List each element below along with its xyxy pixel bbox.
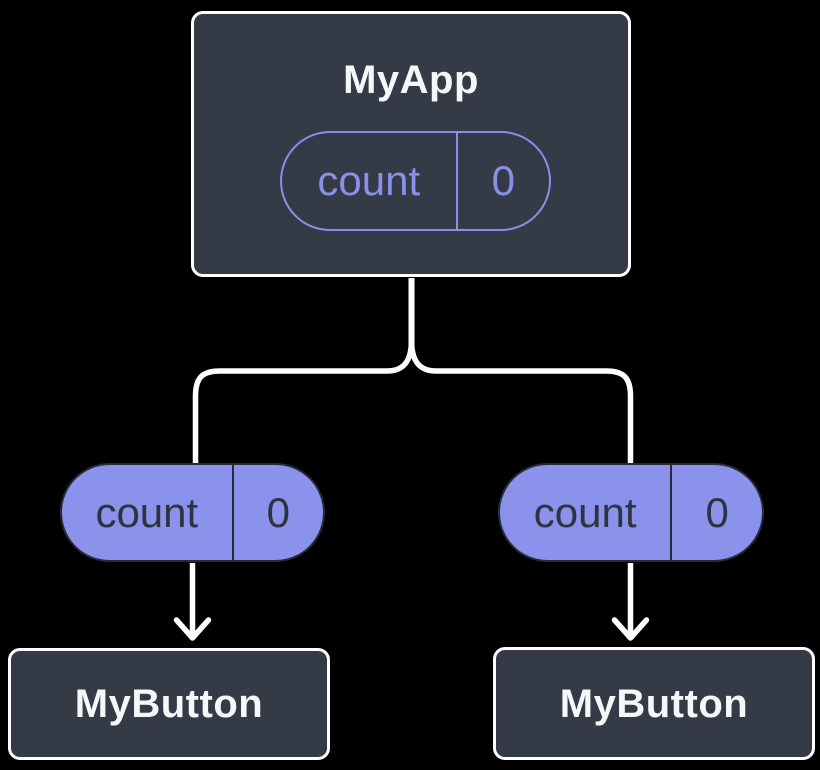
prop-label: count: [95, 488, 199, 536]
prop-value: 0: [670, 465, 762, 560]
state-pill: count 0: [280, 131, 551, 231]
prop-pill-left: count 0: [60, 463, 325, 562]
right-branch-connector: [408, 339, 634, 463]
component-box-mybutton-right: MyButton: [493, 647, 815, 760]
left-arrow-down-icon: [173, 617, 212, 641]
component-title: MyButton: [74, 682, 264, 726]
state-value: 0: [455, 133, 549, 229]
component-title: MyApp: [343, 58, 479, 102]
prop-pill-right: count 0: [498, 463, 764, 562]
prop-value: 0: [231, 465, 323, 560]
component-title: MyButton: [559, 681, 749, 726]
prop-label: count: [533, 488, 637, 536]
component-box-mybutton-left: MyButton: [8, 648, 330, 760]
left-branch-connector: [192, 339, 415, 463]
right-arrow-down-icon: [611, 617, 650, 641]
component-box-myapp: MyApp count 0: [191, 11, 631, 277]
state-label: count: [317, 157, 421, 204]
